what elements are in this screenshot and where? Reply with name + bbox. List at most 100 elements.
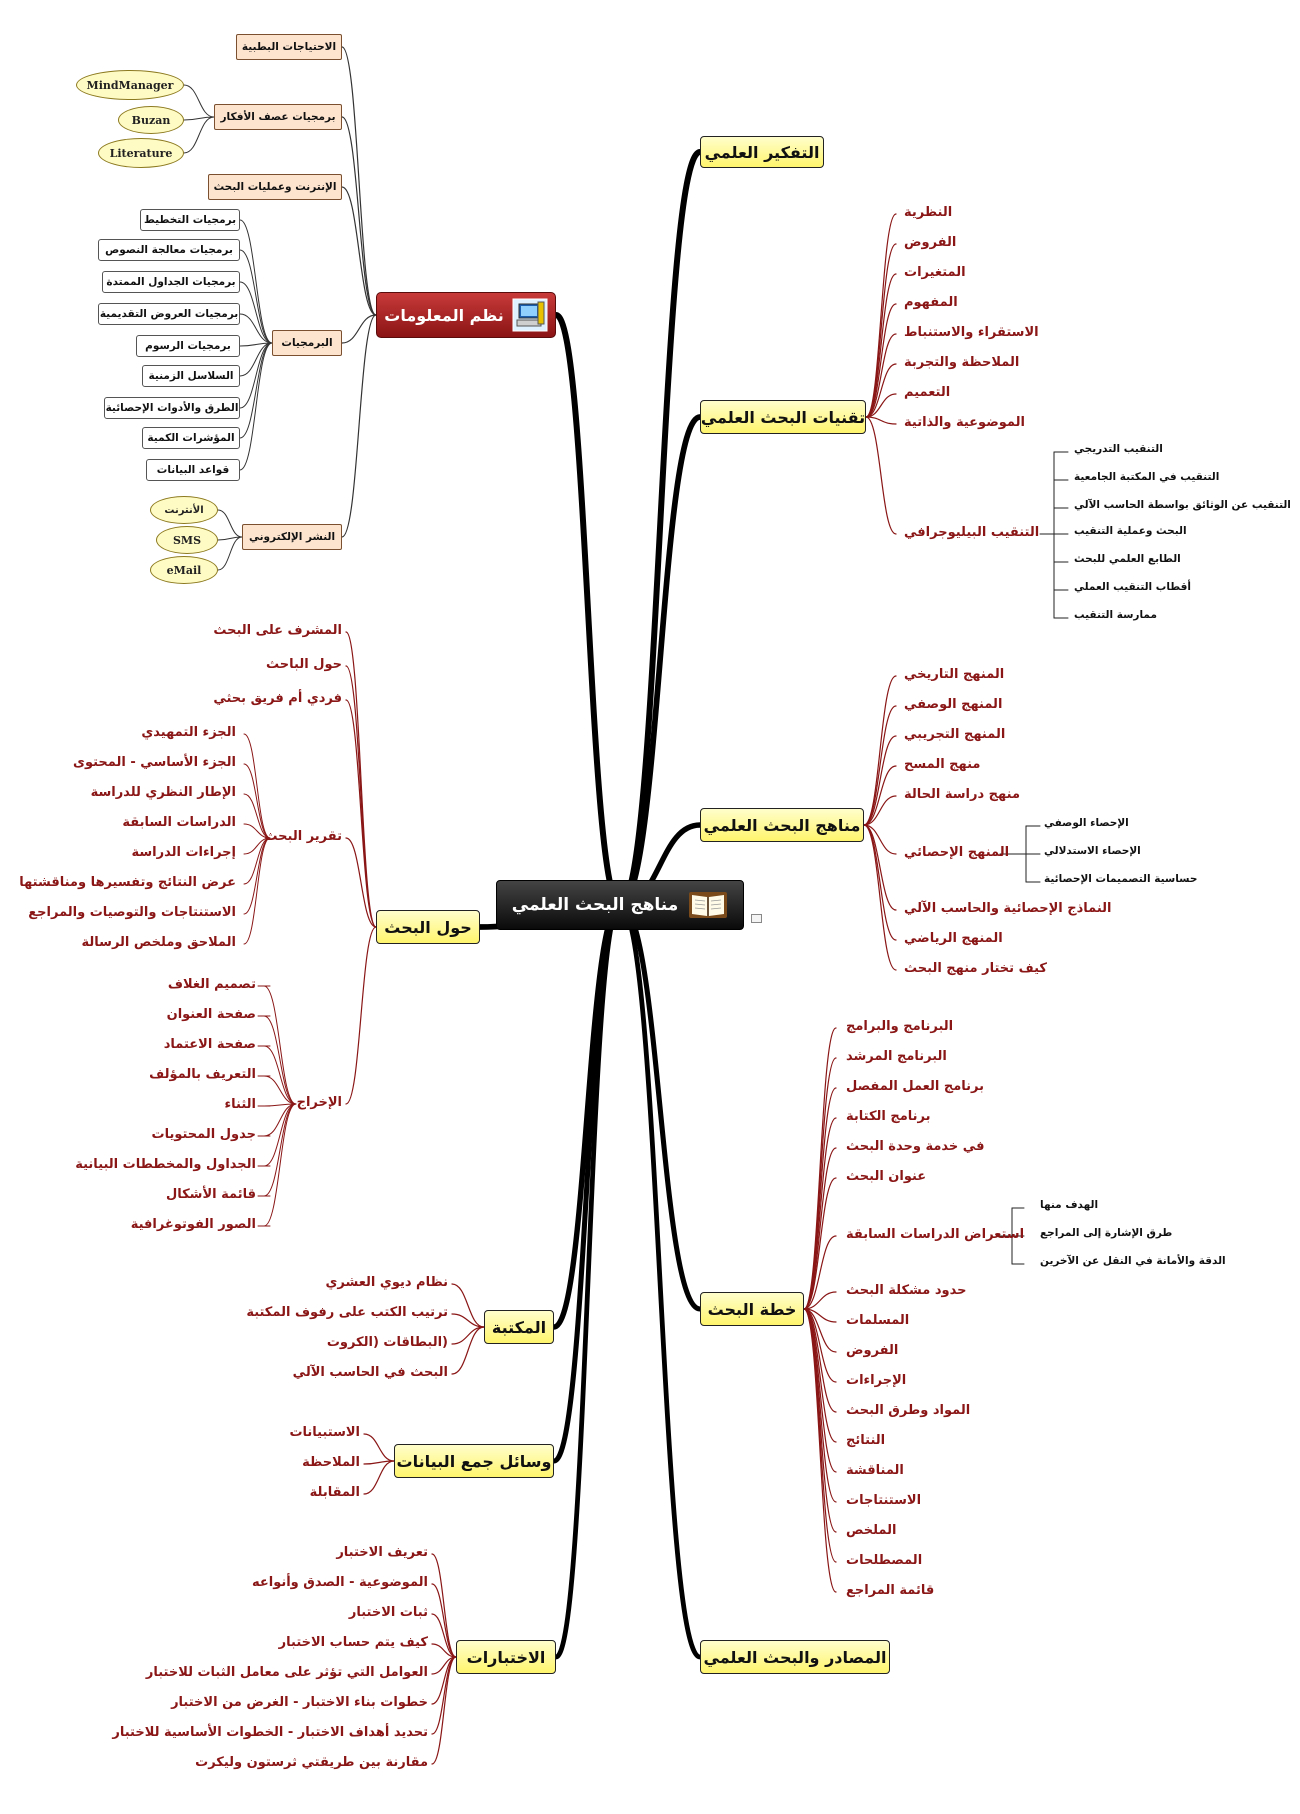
nuzum-internet[interactable]: الإنترنت وعمليات البحث xyxy=(208,174,342,200)
oval-sms[interactable]: SMS xyxy=(156,526,218,554)
oval-literature[interactable]: Literature xyxy=(98,138,184,168)
hawl-taqrir[interactable]: تقرير البحث xyxy=(264,829,342,844)
tanqib-item[interactable]: ممارسة التنقيب xyxy=(1074,609,1157,621)
software-item[interactable]: برمجيات التخطيط xyxy=(140,209,240,231)
khitta-item[interactable]: عنوان البحث xyxy=(846,1169,927,1184)
software-item[interactable]: قواعد البيانات xyxy=(146,459,240,481)
tanqib-item[interactable]: التنقيب في المكتبة الجامعية xyxy=(1074,471,1220,483)
taqniyat-item[interactable]: الملاحظة والتجربة xyxy=(904,355,1020,370)
manahij-item[interactable]: المنهج الوصفي xyxy=(904,697,1003,712)
branch-khitta[interactable]: خطة البحث xyxy=(700,1292,804,1326)
wasail-item[interactable]: المقابلة xyxy=(309,1485,360,1500)
ikhtibarat-item[interactable]: كيف يتم حساب الاختبار xyxy=(278,1635,428,1650)
software-item[interactable]: الطرق والأدوات الإحصائية xyxy=(104,397,240,419)
branch-maktaba[interactable]: المكتبة xyxy=(484,1310,554,1344)
tanqib-label[interactable]: التنقيب البيليوجرافي xyxy=(904,525,1040,540)
ikhtibarat-item[interactable]: مقارنة بين طريقتي ثرستون وليكرت xyxy=(195,1755,428,1770)
taqrir-item[interactable]: الملاحق وملخص الرسالة xyxy=(81,935,236,950)
tanqib-item[interactable]: التنقيب التدريجي xyxy=(1074,443,1163,455)
ikhraj-item[interactable]: تصميم الغلاف xyxy=(167,977,256,992)
maktaba-item[interactable]: البحث في الحاسب الآلي xyxy=(292,1365,448,1380)
khitta-item[interactable]: قائمة المراجع xyxy=(846,1583,935,1598)
manahij-item[interactable]: كيف تختار منهج البحث xyxy=(904,961,1047,976)
software-item[interactable]: برمجيات الرسوم xyxy=(136,335,240,357)
branch-hawl[interactable]: حول البحث xyxy=(376,910,480,944)
nuzum-barmajiyat[interactable]: البرمجيات xyxy=(272,330,342,356)
tanqib-item[interactable]: التنقيب عن الوثائق بواسطة الحاسب الآلي xyxy=(1074,499,1291,511)
manahij-item[interactable]: المنهج الإحصائي xyxy=(904,845,1010,860)
oval-buzan[interactable]: Buzan xyxy=(118,106,184,134)
software-item[interactable]: برمجيات الجداول الممتدة xyxy=(102,271,240,293)
ikhtibarat-item[interactable]: الموضوعية - الصدق وأنواعه xyxy=(251,1575,428,1590)
taqrir-item[interactable]: الجزء الأساسي - المحتوى xyxy=(73,755,236,770)
ikhtibarat-item[interactable]: ثبات الاختبار xyxy=(348,1605,428,1620)
software-item[interactable]: برمجيات معالجة النصوص xyxy=(98,239,240,261)
branch-tafkir[interactable]: التفكير العلمي xyxy=(700,136,824,168)
note-icon[interactable] xyxy=(751,914,762,923)
khitta-item[interactable]: الفروض xyxy=(846,1343,899,1358)
khitta-item[interactable]: المصطلحات xyxy=(846,1553,923,1568)
manahij-item[interactable]: المنهج الرياضي xyxy=(904,931,1003,946)
wasail-item[interactable]: الاستبيانات xyxy=(289,1425,360,1440)
maktaba-item[interactable]: نظام ديوي العشري xyxy=(325,1275,448,1290)
ikhraj-item[interactable]: صفحة الاعتماد xyxy=(163,1037,256,1052)
khitta-item[interactable]: برنامج العمل المفصل xyxy=(846,1079,985,1094)
khitta-item[interactable]: البرنامج والبرامج xyxy=(846,1019,954,1034)
manahij-item[interactable]: المنهج التجريبي xyxy=(904,727,1006,742)
taqrir-item[interactable]: إجراءات الدراسة xyxy=(131,845,236,860)
taqrir-item[interactable]: الدراسات السابقة xyxy=(122,815,236,830)
manahij-item[interactable]: منهج دراسة الحالة xyxy=(904,787,1020,802)
maktaba-item[interactable]: (البطاقات (الكروت xyxy=(326,1335,448,1350)
tanqib-item[interactable]: أقطاب التنقيب العملي xyxy=(1074,581,1191,593)
taqniyat-item[interactable]: الموضوعية والذاتية xyxy=(904,415,1025,430)
tanqib-item[interactable]: الطابع العلمي للبحث xyxy=(1074,553,1181,565)
manahij-item[interactable]: النماذج الإحصائية والحاسب الآلي xyxy=(904,901,1112,916)
taqniyat-item[interactable]: المتغيرات xyxy=(904,265,966,280)
hawl-top-item[interactable]: فردي أم فريق بحثي xyxy=(213,691,342,706)
istiraad-item[interactable]: الهدف منها xyxy=(1040,1199,1099,1211)
ikhraj-item[interactable]: الثناء xyxy=(224,1097,256,1112)
software-item[interactable]: برمجيات العروض التقديمية xyxy=(98,303,240,325)
software-item[interactable]: السلاسل الزمنية xyxy=(142,365,240,387)
khitta-item[interactable]: البرنامج المرشد xyxy=(846,1049,947,1064)
tanqib-item[interactable]: البحث وعملية التنقيب xyxy=(1074,525,1187,537)
hawl-top-item[interactable]: حول الباحث xyxy=(266,657,342,672)
ikhraj-item[interactable]: الصور الفوتوغرافية xyxy=(130,1217,256,1232)
nuzum-barmajiyat-asf[interactable]: برمجيات عصف الأفكار xyxy=(214,104,342,130)
khitta-item[interactable]: المواد وطرق البحث xyxy=(846,1403,971,1418)
ikhraj-item[interactable]: جدول المحتويات xyxy=(151,1127,256,1142)
khitta-item[interactable]: الإجراءات xyxy=(846,1373,907,1388)
software-item[interactable]: المؤشرات الكمية xyxy=(142,427,240,449)
branch-wasail[interactable]: وسائل جمع البيانات xyxy=(394,1444,554,1478)
oval-mindmanager[interactable]: MindManager xyxy=(76,70,184,100)
khitta-item[interactable]: حدود مشكلة البحث xyxy=(846,1283,967,1298)
khitta-item[interactable]: الملخص xyxy=(846,1523,897,1538)
taqniyat-item[interactable]: النظرية xyxy=(904,205,953,220)
taqrir-item[interactable]: الاستنتاجات والتوصيات والمراجع xyxy=(28,905,236,920)
branch-masadir[interactable]: المصادر والبحث العلمي xyxy=(700,1640,890,1674)
ikhraj-item[interactable]: صفحة العنوان xyxy=(166,1007,256,1022)
khitta-item[interactable]: المسلمات xyxy=(846,1313,910,1328)
ihsai-item[interactable]: الإحصاء الوصفي xyxy=(1044,817,1129,829)
ikhtibarat-item[interactable]: العوامل التي تؤثر على معامل الثبات للاخت… xyxy=(145,1665,428,1680)
ikhtibarat-item[interactable]: تحديد أهداف الاختبار - الخطوات الأساسية … xyxy=(112,1725,428,1740)
branch-ikhtibarat[interactable]: الاختبارات xyxy=(456,1640,556,1674)
taqrir-item[interactable]: الإطار النظري للدراسة xyxy=(90,785,236,800)
taqniyat-item[interactable]: التعميم xyxy=(904,385,951,400)
khitta-item[interactable]: في خدمة وحدة البحث xyxy=(846,1139,985,1154)
ikhraj-item[interactable]: قائمة الأشكال xyxy=(165,1187,256,1202)
nuzum-nashr[interactable]: النشر الإلكتروني xyxy=(242,524,342,550)
taqniyat-item[interactable]: المفهوم xyxy=(904,295,958,310)
istiraad-item[interactable]: طرق الإشارة إلى المراجع xyxy=(1040,1227,1173,1239)
nuzum-ihtiyajat[interactable]: الاحتياجات البطبية xyxy=(236,34,342,60)
ihsai-item[interactable]: الإحصاء الاستدلالي xyxy=(1044,845,1141,857)
branch-nuzum[interactable]: نظم المعلومات xyxy=(376,292,556,338)
taqniyat-item[interactable]: الاستقراء والاستنباط xyxy=(904,325,1039,340)
ikhraj-item[interactable]: الجداول والمخططات البيانية xyxy=(75,1157,256,1172)
khitta-item[interactable]: النتائج xyxy=(846,1433,886,1448)
ikhtibarat-item[interactable]: خطوات بناء الاختبار - الغرض من الاختبار xyxy=(171,1695,428,1710)
root-node[interactable]: مناهج البحث العلمي xyxy=(496,880,744,930)
ihsai-item[interactable]: حساسية التصميمات الإحصائية xyxy=(1044,873,1198,885)
ikhtibarat-item[interactable]: تعريف الاختبار xyxy=(336,1545,428,1560)
branch-manahij[interactable]: مناهج البحث العلمي xyxy=(700,808,864,842)
